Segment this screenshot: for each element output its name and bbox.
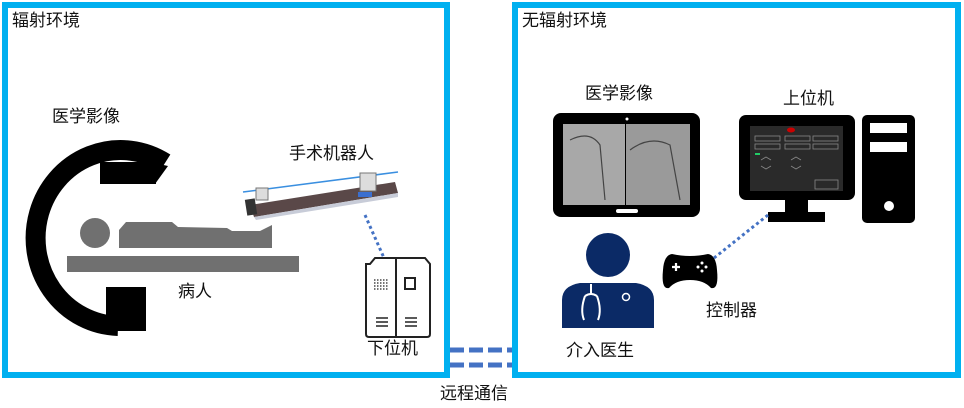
radiation-zone-frame: [2, 2, 450, 378]
doctor-icon: [562, 233, 654, 328]
controller-label: 控制器: [706, 301, 757, 321]
remote-link-connector: [450, 347, 512, 368]
upper-computer-icon: [739, 115, 915, 223]
radiation-zone-title: 辐射环境: [12, 11, 80, 31]
safe-zone-frame: [512, 2, 961, 378]
doctor-label: 介入医生: [566, 341, 634, 361]
patient-label: 病人: [178, 282, 212, 302]
game-controller-icon: [662, 254, 718, 289]
imaging-label-right: 医学影像: [585, 84, 653, 104]
robot-link-dotted: [363, 214, 386, 259]
surgical-robot-icon: [242, 171, 399, 220]
safe-zone-title: 无辐射环境: [522, 11, 607, 31]
c-arm-icon: [25, 140, 171, 336]
robot-label: 手术机器人: [289, 144, 374, 164]
lower-computer-label: 下位机: [367, 339, 418, 359]
controller-link-dotted: [713, 213, 769, 260]
imaging-label-left: 医学影像: [52, 107, 120, 127]
patient-icon: [67, 218, 299, 272]
upper-computer-label: 上位机: [783, 89, 834, 109]
imaging-tablet-icon: [553, 113, 700, 217]
lower-computer-cabinet-icon: [365, 257, 431, 338]
remote-link-label: 远程通信: [440, 384, 508, 404]
